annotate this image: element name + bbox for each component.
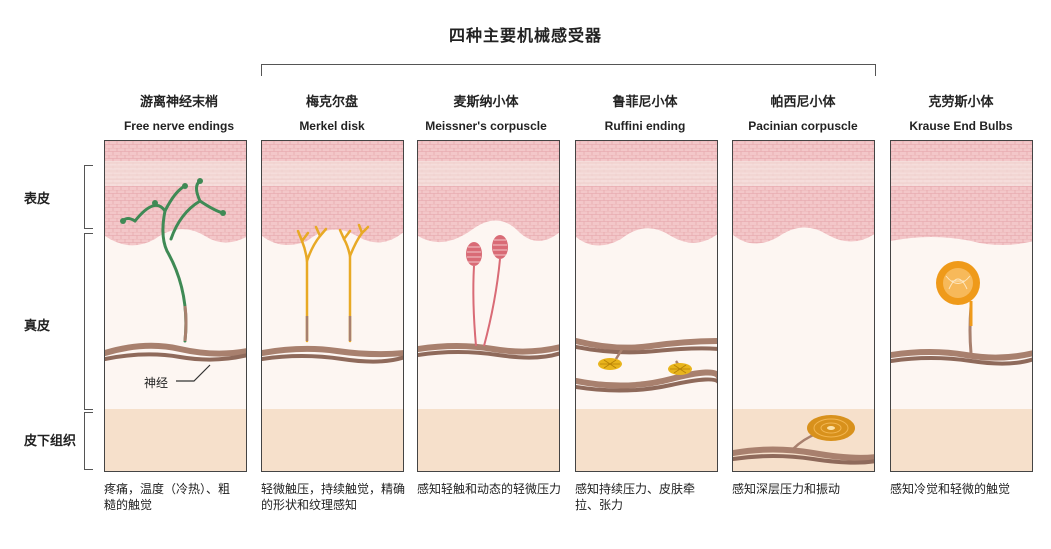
column-title-en: Free nerve endings <box>123 119 235 133</box>
nerve-bundle <box>262 345 403 364</box>
epidermis-layer <box>262 141 403 245</box>
column-title-en: Meissner's corpuscle <box>425 119 547 133</box>
column-title-zh: 帕西尼小体 <box>770 95 836 110</box>
description-ruffini: 感知持续压力、皮肤牵拉、张力 <box>575 482 696 512</box>
column-header-free-nerve: 游离神经末梢 Free nerve endings <box>104 91 254 133</box>
subcutaneous-layer <box>576 409 717 471</box>
meissner-capsule <box>466 235 508 266</box>
column-title-en: Merkel disk <box>299 119 365 133</box>
subcutaneous-layer <box>105 409 246 471</box>
description-pacinian: 感知深层压力和振动 <box>732 482 841 496</box>
epidermis-brace <box>84 165 93 229</box>
column-header-merkel: 梅克尔盘 Merkel disk <box>257 91 407 133</box>
subcutaneous-layer <box>262 409 403 471</box>
nerve-bundle <box>418 343 559 360</box>
merkel-disk-illustration <box>262 141 403 471</box>
pacinian-corpuscle-illustration <box>733 141 874 471</box>
panel-pacinian-corpuscle <box>732 140 875 472</box>
column-header-pacinian: 帕西尼小体 Pacinian corpuscle <box>728 91 878 133</box>
meissner-corpuscle-icon <box>472 258 501 347</box>
description-meissner: 感知轻触和动态的轻微压力 <box>417 482 562 496</box>
nerve-bundle <box>576 338 717 393</box>
description-free-nerve: 疼痛，温度（冷热）、粗糙的触觉 <box>104 482 231 512</box>
panel-meissner-corpuscle <box>417 140 560 472</box>
epidermis-layer <box>891 141 1032 245</box>
nerve-bundle <box>105 342 246 362</box>
column-title-en: Krause End Bulbs <box>909 119 1013 133</box>
panel-ruffini-ending <box>575 140 718 472</box>
panel-krause-end-bulbs <box>890 140 1033 472</box>
dermis-label: 真皮 <box>24 319 51 334</box>
column-title-zh: 麦斯纳小体 <box>453 95 519 110</box>
meissner-corpuscle-illustration <box>418 141 559 471</box>
epidermis-label: 表皮 <box>24 192 51 207</box>
krause-end-bulb-icon <box>936 261 980 305</box>
free-nerve-endings-illustration <box>105 141 246 471</box>
column-title-zh: 游离神经末梢 <box>139 95 218 110</box>
ruffini-ending-illustration <box>576 141 717 471</box>
nerve-bundle <box>891 349 1032 366</box>
nerve-bundle <box>733 446 874 465</box>
subcutaneous-layer <box>418 409 559 471</box>
diagram-title: 四种主要机械感受器 <box>448 26 602 45</box>
column-header-meissner: 麦斯纳小体 Meissner's corpuscle <box>411 91 561 133</box>
description-merkel: 轻微触压，持续触觉，精确的形状和纹理感知 <box>261 482 406 512</box>
subcutaneous-layer <box>891 409 1032 471</box>
column-header-krause: 克劳斯小体 Krause End Bulbs <box>886 91 1036 133</box>
dermis-brace <box>84 233 93 410</box>
subcutaneous-label: 皮下组织 <box>24 434 77 449</box>
nerve-pointer-line <box>176 364 211 382</box>
column-title-en: Pacinian corpuscle <box>748 119 858 133</box>
description-krause: 感知冷觉和轻微的触觉 <box>890 482 1011 496</box>
panel-merkel-disk <box>261 140 404 472</box>
mechanoreceptor-bracket <box>261 64 876 76</box>
merkel-disk-icon <box>296 223 370 343</box>
column-title-zh: 克劳斯小体 <box>928 95 994 110</box>
column-header-ruffini: 鲁菲尼小体 Ruffini ending <box>570 91 720 133</box>
nerve-label: 神经 <box>144 376 169 390</box>
column-title-en: Ruffini ending <box>604 119 686 133</box>
krause-end-bulbs-illustration <box>891 141 1032 471</box>
ruffini-ending-icon <box>598 358 692 375</box>
subcutaneous-brace <box>84 412 93 470</box>
panel-free-nerve-endings <box>104 140 247 472</box>
column-title-zh: 梅克尔盘 <box>305 95 358 110</box>
pacinian-corpuscle-icon <box>807 415 855 441</box>
column-title-zh: 鲁菲尼小体 <box>612 95 678 110</box>
